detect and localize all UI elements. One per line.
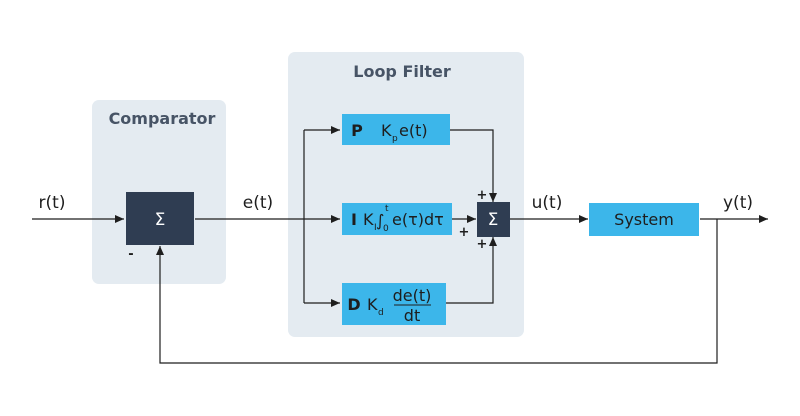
- comparator-sum-symbol: Σ: [155, 210, 166, 230]
- loop-filter-title: Loop Filter: [353, 62, 451, 81]
- signal-error-label: e(t): [243, 193, 273, 213]
- filter-sum-symbol: Σ: [488, 210, 499, 230]
- i-block-letter: I: [351, 210, 357, 229]
- d-block[interactable]: [342, 283, 446, 325]
- system-block-label: System: [614, 210, 674, 229]
- d-block-letter: D: [347, 295, 360, 314]
- i-block-gain-sub: I: [374, 223, 377, 233]
- i-block[interactable]: [342, 203, 452, 235]
- filter-sum-plus-top: +: [477, 188, 488, 203]
- filter-sum-block[interactable]: [477, 202, 510, 237]
- d-block-gain-sub: d: [378, 308, 384, 318]
- p-block-letter: P: [351, 121, 363, 140]
- filter-sum-plus-left: +: [459, 225, 470, 240]
- system-block[interactable]: [589, 203, 699, 236]
- p-block-expr: e(t): [399, 121, 428, 140]
- i-block-expr: e(τ)dτ: [392, 210, 444, 229]
- i-block-upper-limit: t: [385, 204, 389, 214]
- p-block[interactable]: [342, 114, 450, 145]
- signal-reference-label: r(t): [39, 193, 66, 213]
- i-block-lower-limit: 0: [383, 224, 389, 234]
- connections: [32, 126, 768, 364]
- signal-output-label: y(t): [723, 193, 753, 213]
- wire-feedback: [156, 219, 718, 364]
- p-block-gain: K: [381, 121, 392, 140]
- d-block-denominator: dt: [404, 306, 420, 325]
- i-block-integral: ∫: [376, 211, 384, 230]
- p-block-gain-sub: p: [392, 134, 398, 144]
- comparator-title: Comparator: [109, 109, 216, 128]
- i-block-gain: K: [363, 210, 374, 229]
- wire-p-to-sum: [450, 129, 497, 202]
- filter-sum-plus-bottom: +: [477, 237, 488, 252]
- comparator-sum-block[interactable]: [126, 192, 194, 245]
- wire-d-to-sum: [446, 237, 497, 304]
- comparator-minus-sign: -: [128, 247, 133, 262]
- signal-control-label: u(t): [532, 193, 563, 213]
- d-block-numerator: de(t): [393, 286, 432, 305]
- d-block-gain: K: [367, 295, 378, 314]
